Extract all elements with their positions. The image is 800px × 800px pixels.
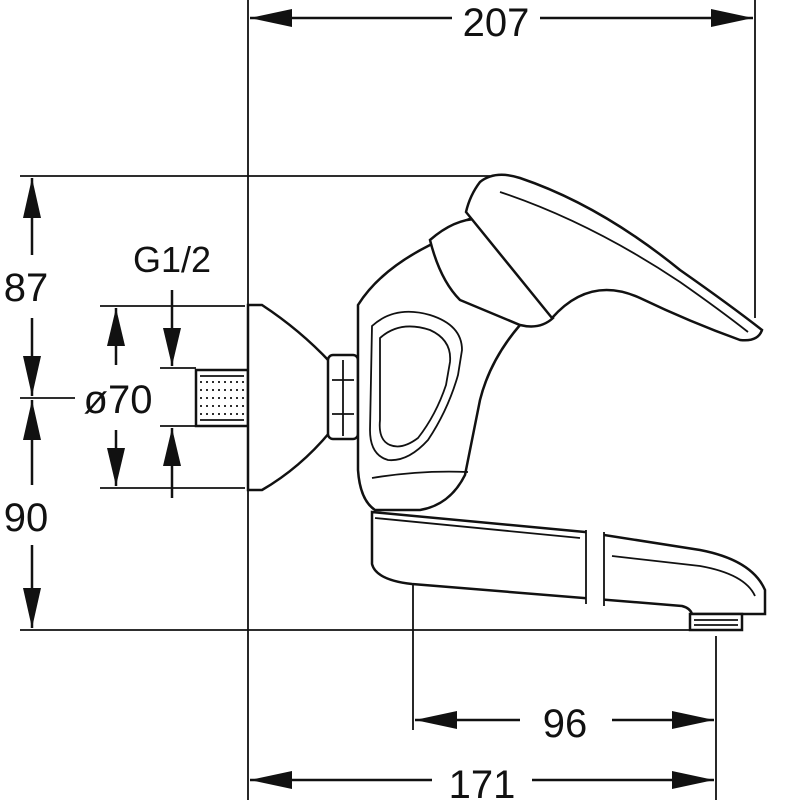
arrowhead xyxy=(672,711,714,729)
dimension-87-label: 87 xyxy=(4,266,49,310)
dimension-96-label: 96 xyxy=(543,702,588,746)
thread-g12-label: G1/2 xyxy=(133,239,211,280)
dimension-spout-reach: 96 xyxy=(415,702,714,746)
arrowhead xyxy=(250,771,292,789)
arrowhead xyxy=(163,428,181,466)
arrowhead xyxy=(107,308,125,346)
arrowhead xyxy=(23,400,41,440)
arrowhead xyxy=(250,9,292,27)
dimension-o70-label: ø70 xyxy=(84,378,153,422)
spout-break-marks xyxy=(585,528,605,612)
dimension-upper-height: 87 xyxy=(4,178,49,396)
arrowhead xyxy=(107,448,125,486)
arrowhead xyxy=(711,9,753,27)
dimension-90-label: 90 xyxy=(4,496,49,540)
cartridge-cap xyxy=(428,217,555,328)
arrowhead xyxy=(163,328,181,366)
arrowhead xyxy=(672,771,714,789)
body-recess xyxy=(369,310,463,462)
faucet-outline xyxy=(194,173,767,632)
hex-nut xyxy=(326,353,360,441)
arrowhead xyxy=(23,178,41,218)
dimension-overall-width: 207 xyxy=(250,1,753,45)
aerator xyxy=(688,612,744,632)
spout xyxy=(370,510,767,616)
dimension-171-label: 171 xyxy=(449,763,516,800)
dimension-207-label: 207 xyxy=(463,1,530,45)
dimension-rosette-diameter: ø70 xyxy=(84,308,153,486)
arrowhead xyxy=(23,588,41,628)
dimension-outlet-projection: 171 xyxy=(250,763,714,800)
lever-handle xyxy=(464,173,764,342)
threaded-connection xyxy=(194,368,250,428)
wall-rosette xyxy=(246,303,332,492)
dimension-lower-height: 90 xyxy=(4,400,49,628)
dimension-thread: G1/2 xyxy=(133,239,211,498)
arrowhead xyxy=(415,711,457,729)
arrowhead xyxy=(23,356,41,396)
